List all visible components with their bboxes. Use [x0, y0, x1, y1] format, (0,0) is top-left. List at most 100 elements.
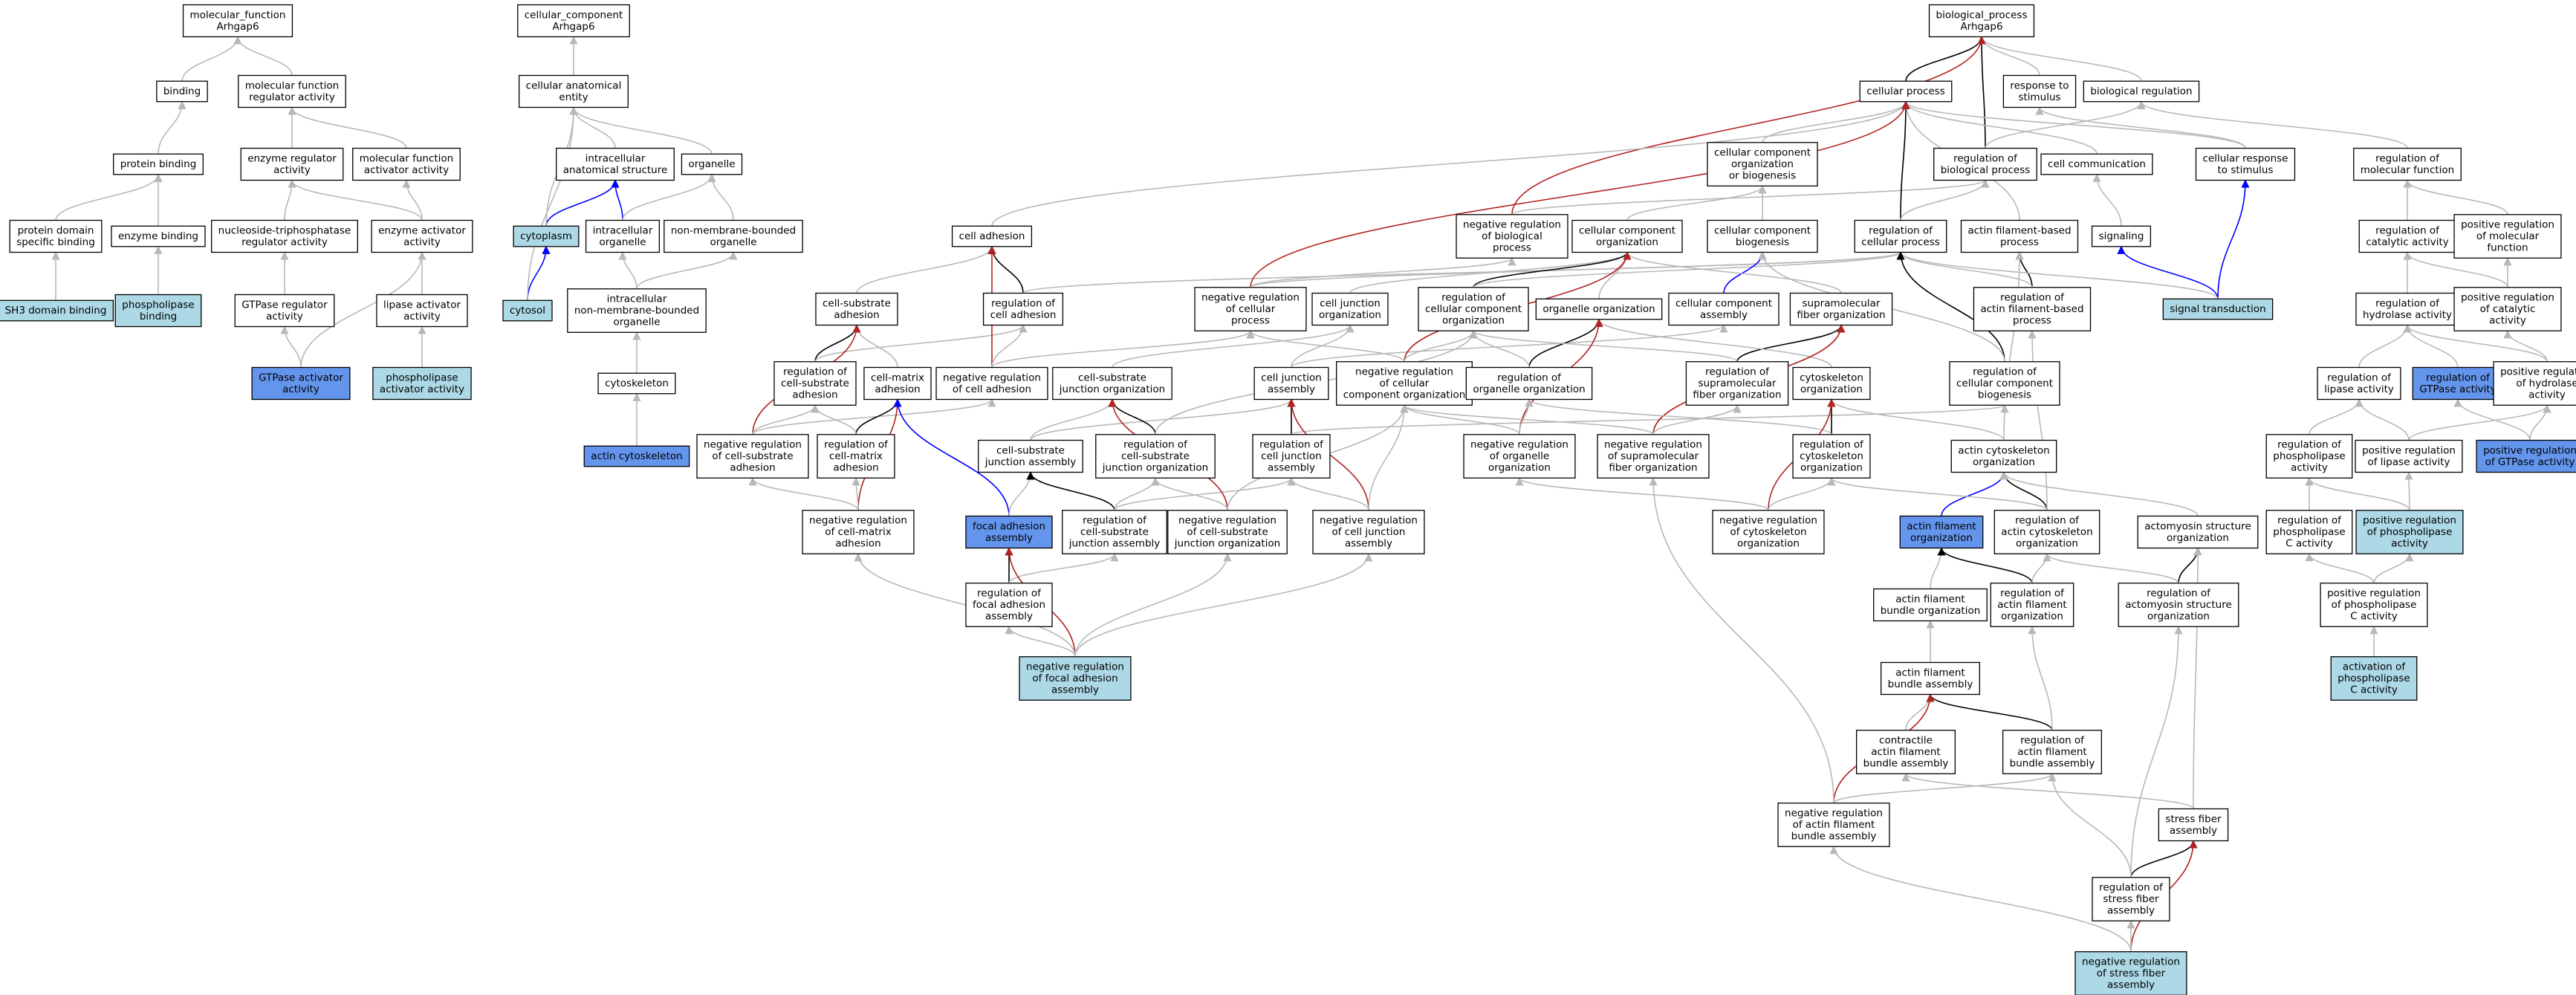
node-box — [2092, 877, 2170, 921]
node-box — [817, 434, 895, 479]
node-label-line: regulation of — [2015, 515, 2080, 527]
edge-afbo-to-afo — [1930, 547, 1946, 589]
node-box — [1854, 219, 1947, 253]
node-label-line: of cell junction — [1332, 526, 1406, 538]
node-box — [965, 583, 1053, 627]
edge-rpla-to-rla — [2309, 398, 2364, 435]
node-label-line: of cellular — [1226, 303, 1276, 315]
node-box — [502, 299, 553, 322]
edge-prpla-to-rpla — [2305, 477, 2410, 511]
node-label-line: cellular_component — [525, 9, 623, 21]
edge-rts-to-bp — [1977, 36, 2040, 76]
node-box — [1880, 661, 1981, 696]
node-box — [1973, 287, 2092, 331]
edge-st-to-crs — [2217, 179, 2250, 299]
node-label-line: C activity — [2350, 611, 2397, 623]
node-box — [1792, 434, 1871, 479]
edge-rbp-to-bp — [1977, 36, 1986, 149]
node-label-line: lipase activity — [2324, 383, 2394, 395]
edge-organelle-to-cae — [569, 106, 713, 155]
node-label-line: cell-substrate — [823, 297, 891, 309]
node-box — [2002, 74, 2077, 108]
edge-mfra-to-mf — [233, 36, 293, 76]
node-box — [2137, 515, 2259, 549]
node-box — [114, 294, 202, 328]
node-label-line: regulation of — [2375, 152, 2440, 164]
node-label-line: non-membrane-bounded — [574, 305, 699, 317]
node-label-line: actomyosin structure — [2125, 599, 2232, 611]
edge-faa-to-cma — [893, 398, 1010, 516]
edge-nroo-to-nrcco — [1400, 404, 1520, 435]
node-box — [182, 4, 293, 38]
node-box — [1668, 292, 1779, 326]
node-label-line: adhesion — [875, 383, 920, 395]
node-label-line: of supramolecular — [1608, 450, 1699, 462]
node-label-line: fiber organization — [1693, 389, 1781, 401]
node-label-line: protein binding — [120, 158, 197, 170]
edge-nrcadh-to-nrcp — [991, 330, 1255, 369]
node-box — [1571, 219, 1683, 253]
node-label-line: organization — [1731, 158, 1794, 170]
node-label-line: organelle organization — [1473, 383, 1585, 395]
node-label-line: activity — [2391, 538, 2428, 550]
node-label-line: contractile — [1879, 735, 1933, 747]
node-label-line: regulation of — [2277, 439, 2342, 451]
node-label-line: activator activity — [380, 383, 464, 395]
node-label-line: or biogenesis — [1729, 170, 1796, 182]
node-label-line: cytoskeleton — [605, 377, 669, 389]
edge-rcsjo-to-csjo — [1108, 398, 1156, 435]
node-label-line: Arhgap6 — [216, 21, 259, 33]
node-box — [113, 153, 204, 175]
edge-amso-to-aco — [1999, 471, 2199, 516]
node-label-line: negative regulation — [1604, 439, 1702, 451]
node-box — [965, 515, 1053, 549]
edge-rcma-to-cma — [855, 398, 902, 435]
node-label-line: regulation of — [2375, 224, 2440, 236]
node-box — [1873, 588, 1988, 622]
node-cytoskeleton: cytoskeleton — [597, 372, 676, 395]
node-label-line: to stimulus — [2218, 164, 2274, 176]
node-label-line: regulation of — [2327, 372, 2392, 383]
node-label-line: positive regulation — [2461, 292, 2554, 304]
node-label-line: C activity — [2285, 538, 2332, 550]
node-label-line: organelle — [613, 317, 660, 328]
node-label-line: of actin filament — [1793, 819, 1875, 831]
node-box — [863, 366, 932, 401]
node-label-line: activity — [266, 311, 303, 323]
node-label-line: adhesion — [834, 309, 879, 321]
node-label-line: regulation of — [2375, 297, 2440, 309]
edge-nrsfo-to-nrcco — [1400, 404, 1654, 435]
edge-rsfa-to-rafba — [2048, 773, 2132, 878]
node-box — [664, 219, 803, 253]
node-label-line: component organization — [1343, 389, 1466, 401]
node-box — [585, 219, 661, 253]
node-label-line: C activity — [2350, 684, 2397, 696]
edge-nrfaa-to-rfaa — [1005, 626, 1076, 658]
node-label-line: cell adhesion — [990, 309, 1057, 321]
node-label-line: of stress fiber — [2097, 968, 2166, 979]
node-box — [2040, 153, 2153, 175]
node-label-line: cellular response — [2203, 152, 2288, 164]
node-label-line: assembly — [1268, 462, 1315, 474]
